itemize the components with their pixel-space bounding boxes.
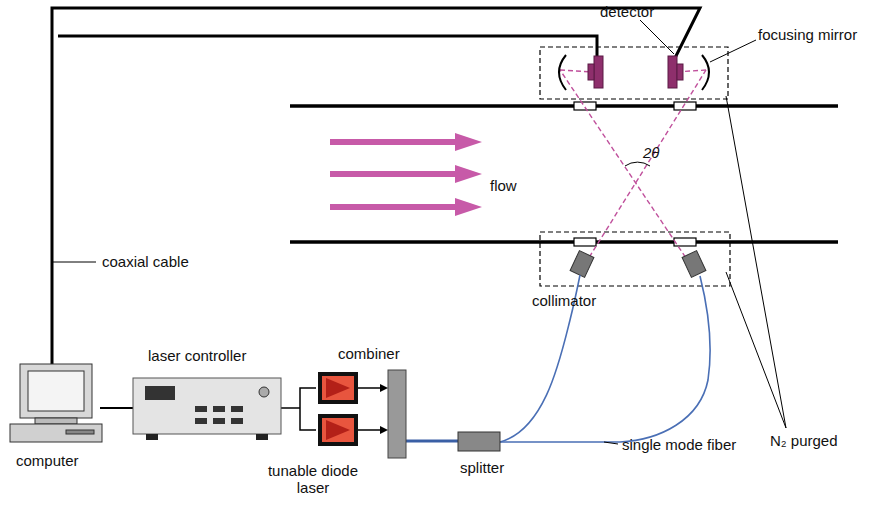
- part-label: single mode fiber: [622, 436, 736, 453]
- angle-arc: [625, 162, 650, 166]
- purge-box: [540, 47, 730, 286]
- optical-fiber: [500, 275, 710, 442]
- part-label: computer: [16, 452, 79, 469]
- part-label: collimator: [532, 292, 596, 309]
- laser-symbol: [318, 372, 358, 446]
- combiner-symbol: [388, 370, 406, 458]
- leader-line: [52, 20, 786, 444]
- detector-symbol: [588, 56, 683, 88]
- controller-symbol: [133, 378, 281, 440]
- coaxial-cable: [52, 8, 700, 368]
- collimator-symbol: [570, 251, 706, 278]
- flow-arrow: [330, 133, 482, 216]
- laser-beam: [560, 70, 706, 264]
- optical-window: [574, 102, 696, 246]
- part-label: splitter: [460, 459, 504, 476]
- fiber-trunk: [406, 440, 458, 443]
- computer-symbol: [10, 364, 102, 442]
- part-label: tunable diode laser: [258, 462, 368, 497]
- part-label: coaxial cable: [100, 253, 191, 270]
- angle-label: 2θ: [643, 144, 659, 161]
- focusing-mirror: [559, 55, 709, 90]
- duct-wall: [290, 106, 838, 242]
- part-label: focusing mirror: [758, 26, 857, 43]
- part-label: laser controller: [148, 347, 246, 364]
- part-label: detector: [600, 3, 654, 20]
- flow-label: flow: [490, 177, 517, 194]
- part-label: N₂ purged: [770, 432, 838, 449]
- part-label: combiner: [338, 345, 400, 362]
- splitter-symbol: [458, 432, 500, 451]
